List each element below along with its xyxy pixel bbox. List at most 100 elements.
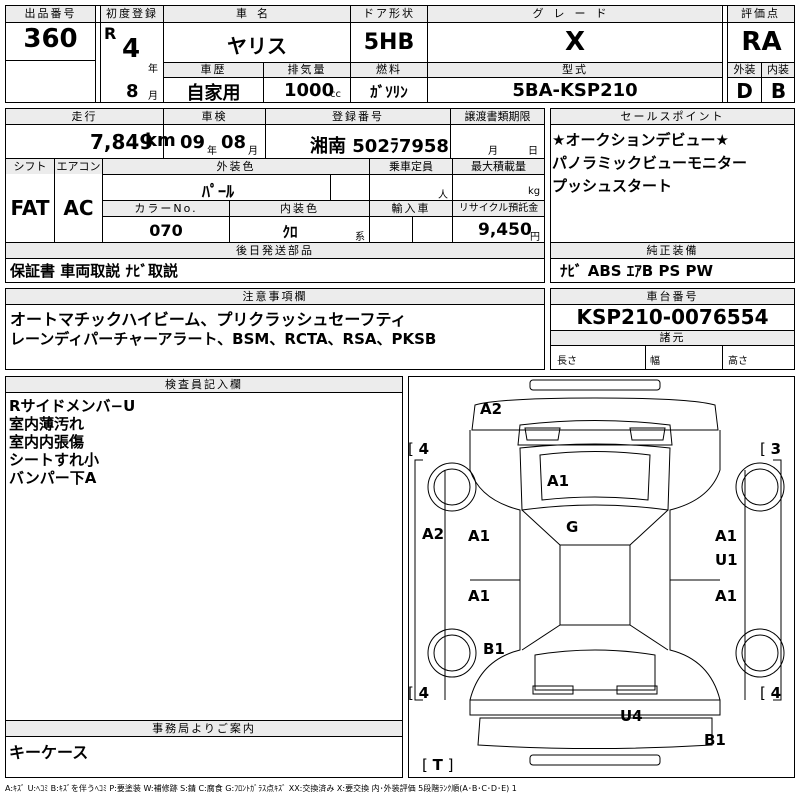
inspect-year-unit: 年 [207, 146, 217, 157]
inspect-month-unit: 月 [248, 146, 258, 157]
inspector-section [5, 376, 403, 778]
recycle-label: リサイクル預託金 [453, 201, 544, 216]
transfer-day-unit: 日 [528, 146, 538, 157]
car-history: 自家用 [186, 83, 241, 104]
equip-label: 純正装備 [551, 243, 794, 258]
mileage-unit: km [145, 130, 176, 151]
color-number: 070 [149, 221, 183, 240]
int-label: 内装 [762, 63, 794, 77]
mark-front-bumper: A2 [480, 400, 503, 418]
spec-width: 幅 [650, 356, 660, 367]
transfer-label: 譲渡書類期限 [451, 109, 544, 124]
car-name-label: 車名 [164, 6, 350, 22]
transfer-month-unit: 月 [488, 146, 498, 157]
displacement: 1000 [284, 80, 335, 101]
mark-roof: G [566, 518, 579, 536]
mark-rear: U4 [620, 707, 643, 725]
import-label: 輸入車 [370, 201, 452, 216]
shift: FAT [10, 196, 50, 220]
spec-label: 諸元 [551, 331, 794, 345]
inspect-month: 08 [221, 132, 247, 153]
ac-label: エアコン [55, 159, 102, 174]
inspector-line-3: 室内内張傷 [9, 433, 85, 451]
inspector-line-5: バンパー下A [9, 469, 97, 487]
capacity-unit: 人 [438, 190, 448, 201]
car-diagram [408, 376, 795, 778]
equipment: ﾅﾋﾞ ABS ｴｱB PS PW [560, 262, 714, 280]
grade-label: グレード [428, 6, 721, 22]
inspector-label: 検査員記入欄 [6, 377, 402, 392]
model-label: 型式 [428, 63, 722, 77]
door-type: 5HB [363, 30, 415, 55]
capacity-label: 乗車定員 [370, 159, 452, 174]
spare-tire: [ T ] [422, 756, 454, 774]
load-unit: kg [528, 186, 541, 197]
int-color-label: 内装色 [230, 201, 369, 216]
era: R [104, 24, 117, 43]
door-label: ドア形状 [351, 6, 427, 22]
plate-number: 湘南 502ﾗ7958 [310, 136, 449, 157]
fuel-label: 燃料 [351, 63, 427, 77]
int-color-unit: 系 [355, 232, 365, 243]
inspection-label: 車検 [164, 109, 265, 124]
parts-label: 後日発送部品 [6, 243, 544, 258]
history-label: 車歴 [164, 63, 263, 77]
fuel: ｶﾞｿﾘﾝ [370, 83, 408, 101]
notes-label: 注意事項欄 [6, 289, 544, 304]
notes-line-2: レーンディパーチャーアラート、BSM、RCTA、RSA、PKSB [10, 330, 437, 348]
exterior-color: ﾊﾟｰﾙ [201, 182, 234, 201]
score: RA [741, 27, 782, 57]
mark-rr-door: A1 [715, 587, 738, 605]
interior-color: ｸﾛ [282, 223, 298, 241]
first-reg-label: 初度登録 [101, 6, 163, 22]
aircon: AC [63, 196, 94, 220]
mark-lr-door: A1 [468, 587, 491, 605]
displacement-label: 排気量 [264, 63, 350, 77]
color-label: 外装色 [103, 159, 369, 174]
inspector-line-1: Rサイドメンバ−U [9, 397, 136, 415]
office-label: 事務局よりご案内 [6, 721, 402, 736]
grade: X [564, 27, 586, 57]
spec-height: 高さ [728, 356, 748, 367]
color-no-label: カラーNo. [103, 201, 229, 216]
tire-front-right: [ 3 [760, 440, 782, 458]
mileage: 7,849 [90, 130, 154, 154]
mark-rf-door: A1 [715, 527, 738, 545]
mark-rear-bumper: B1 [704, 731, 726, 749]
chassis-number: KSP210-0076554 [576, 305, 769, 329]
lot-number: 360 [23, 24, 78, 54]
mark-left-side: A2 [422, 525, 445, 543]
shift-label: シフト [6, 159, 54, 174]
ext-label: 外装 [728, 63, 761, 77]
inspect-year: 09 [180, 132, 206, 153]
tire-rear-left: [ 4 [408, 684, 430, 702]
reg-year: 4 [122, 34, 141, 64]
inspector-line-4: シートすれ小 [9, 451, 100, 469]
parts-list: 保証書 車両取説 ﾅﾋﾞ取説 [10, 262, 178, 280]
displacement-unit: cc [330, 89, 341, 100]
chassis-label: 車台番号 [551, 289, 794, 304]
office-note: キーケース [9, 743, 89, 762]
ext-score: D [736, 79, 753, 103]
tire-rear-right: [ 4 [760, 684, 782, 702]
recycle-unit: 円 [530, 232, 540, 243]
mark-left-quarter: B1 [483, 640, 505, 658]
spec-length: 長さ [557, 356, 577, 367]
mark-hood: A1 [547, 472, 570, 490]
recycle-fee: 9,450 [478, 220, 532, 240]
regno-label: 登録番号 [266, 109, 450, 124]
sales-label: セールスポイント [551, 109, 794, 124]
model-code: 5BA-KSP210 [512, 80, 638, 101]
mileage-label: 走行 [6, 109, 163, 124]
car-name: ヤリス [227, 34, 287, 58]
lot-label: 出品番号 [6, 6, 95, 22]
year-unit: 年 [148, 64, 158, 75]
load-label: 最大積載量 [453, 159, 544, 174]
int-score: B [770, 79, 787, 103]
sales-line-1: ★オークションデビュー★ [552, 131, 729, 149]
sales-line-2: パノラミックビューモニター [552, 154, 748, 172]
tire-front-left: [ 4 [408, 440, 430, 458]
reg-month: 8 [126, 81, 139, 102]
mark-rf-door-2: U1 [715, 551, 738, 569]
